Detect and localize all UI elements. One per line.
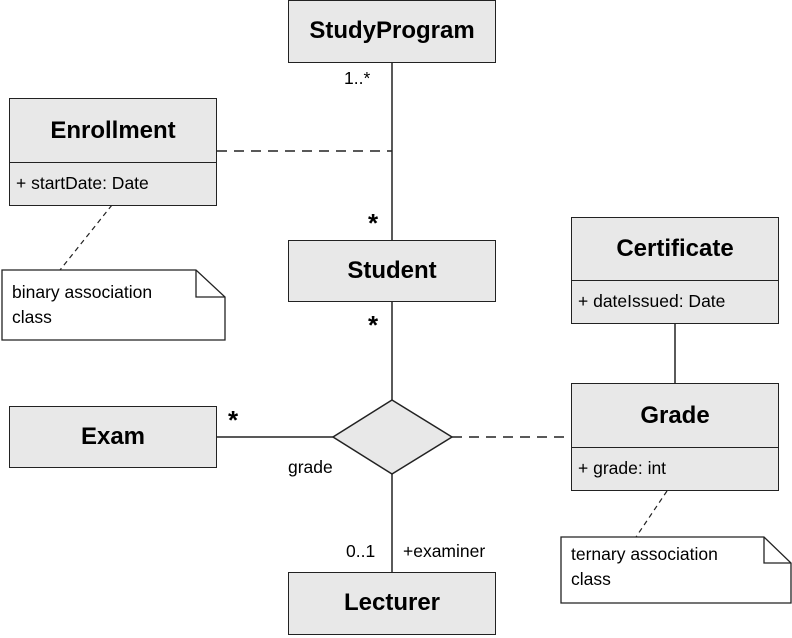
class-grade[interactable]: Grade + grade: int [571,383,779,491]
note-line: class [12,307,52,327]
class-name: Enrollment [50,116,176,144]
class-attribute: + startDate: Date [10,162,216,204]
class-attribute: + grade: int [572,447,778,489]
ternary-association-diamond [331,399,454,475]
note-fold-ternary [763,537,791,564]
class-certificate[interactable]: Certificate + dateIssued: Date [571,217,779,324]
multiplicity-exam: * [228,405,239,435]
class-name: Student [347,256,437,284]
note-shape-binary [1,269,226,341]
class-name: StudyProgram [309,17,475,44]
note-ternary-association: ternary association class [571,542,718,592]
class-attribute: + dateIssued: Date [572,280,778,322]
note-anchor-ternary [635,490,668,538]
class-name: Certificate [616,235,734,262]
multiplicity-student-lower: * [368,310,379,340]
class-name: Exam [80,422,146,450]
class-studyprogram[interactable]: StudyProgram [288,0,496,63]
note-line: binary association [12,282,153,302]
note-anchor-binary [59,204,113,271]
class-student[interactable]: Student [288,240,496,302]
note-line: class [571,569,611,589]
note-shape-ternary [560,536,792,604]
note-fold-binary [195,270,225,298]
note-line: ternary association [571,544,718,564]
class-name: Lecturer [343,589,441,616]
class-enrollment[interactable]: Enrollment + startDate: Date [9,98,217,206]
note-binary-association: binary association class [12,280,152,330]
role-label-examiner: +examiner [403,541,486,561]
class-name: Grade [640,401,710,429]
class-exam[interactable]: Exam [9,406,217,468]
multiplicity-lecturer: 0..1 [346,541,376,561]
multiplicity-studyprogram: 1..* [344,68,371,88]
association-name-label: grade [288,457,333,477]
multiplicity-student-upper: * [368,208,379,238]
multiplicity-text: 1..* [344,68,371,88]
class-lecturer[interactable]: Lecturer [288,572,496,635]
